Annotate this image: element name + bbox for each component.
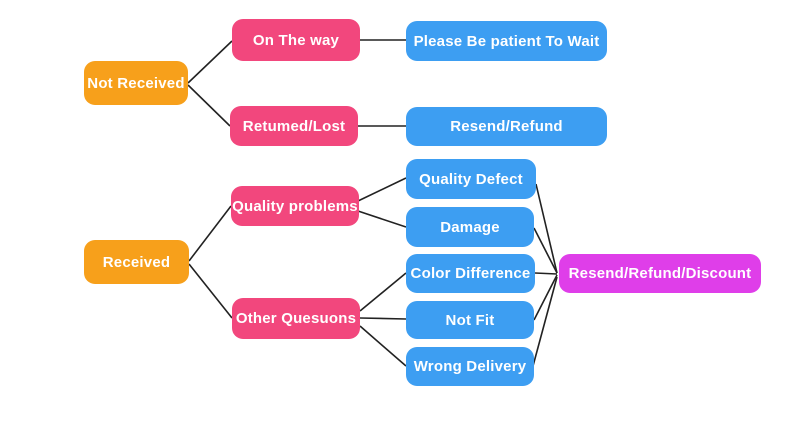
edge-colordifference-result xyxy=(534,272,558,275)
edge-defect-result xyxy=(535,183,558,274)
edge-quality-damage xyxy=(357,210,407,228)
node-received: Received xyxy=(84,240,189,284)
node-other-questions: Other Quesuons xyxy=(232,298,360,339)
edge-wrongdelivery-result xyxy=(532,276,558,367)
edge-other-colordifference xyxy=(359,272,407,312)
node-wrong-delivery: Wrong Delivery xyxy=(406,347,534,386)
node-resend-refund: Resend/Refund xyxy=(406,107,607,146)
edge-quality-defect xyxy=(357,177,407,202)
node-not-received: Not Received xyxy=(84,61,188,105)
node-on-the-way: On The way xyxy=(232,19,360,61)
node-quality-problems: Quality problems xyxy=(231,186,359,226)
edge-other-wrongdelivery xyxy=(359,325,407,367)
node-color-difference: Color Difference xyxy=(406,254,535,293)
node-damage: Damage xyxy=(406,207,534,247)
node-not-fit: Not Fit xyxy=(406,301,534,339)
edge-notfit-result xyxy=(533,274,558,321)
edge-received-other xyxy=(188,263,233,319)
edge-received-quality xyxy=(188,205,232,262)
edge-notreceived-ontheway xyxy=(187,40,233,84)
node-quality-defect: Quality Defect xyxy=(406,159,536,199)
edge-notreceived-returned xyxy=(187,84,231,127)
node-please-be-patient: Please Be patient To Wait xyxy=(406,21,607,61)
edge-other-notfit xyxy=(359,317,407,320)
edge-damage-result xyxy=(533,227,558,274)
node-returned-lost: Retumed/Lost xyxy=(230,106,358,146)
node-resend-refund-discount: Resend/Refund/Discount xyxy=(559,254,761,293)
